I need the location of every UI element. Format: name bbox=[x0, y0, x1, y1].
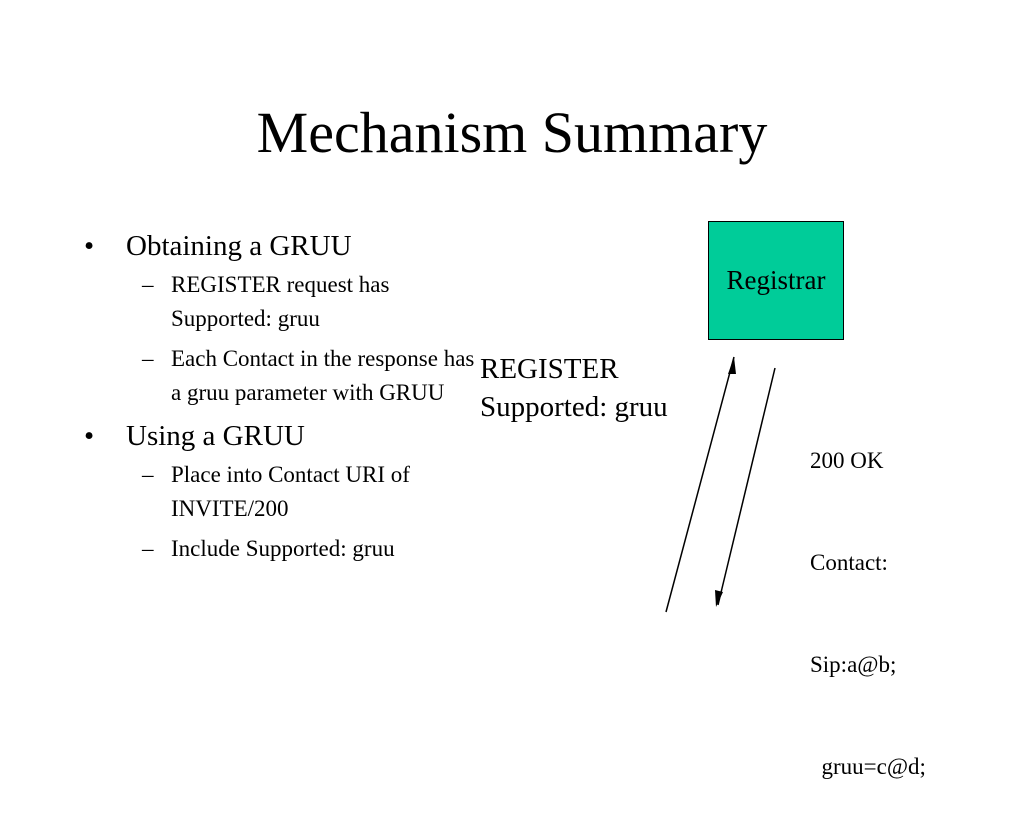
bullet-marker: • bbox=[84, 230, 95, 262]
request-line-method: REGISTER bbox=[480, 353, 619, 385]
sub-list-using: – Place into Contact URI of INVITE/200 –… bbox=[84, 458, 484, 566]
request-line-supported: Supported: gruu bbox=[480, 391, 668, 423]
bullet-text: Obtaining a GRUU bbox=[126, 230, 352, 262]
dash-marker: – bbox=[142, 272, 154, 297]
bullet-list: • Obtaining a GRUU – REGISTER request ha… bbox=[84, 228, 484, 574]
dash-marker: – bbox=[142, 536, 154, 561]
sub-item-text: REGISTER request has Supported: gruu bbox=[171, 272, 390, 331]
response-line-gruu: gruu=c@d; bbox=[810, 754, 926, 779]
slide-title: Mechanism Summary bbox=[256, 100, 768, 165]
registrar-label: Registrar bbox=[726, 265, 826, 295]
sub-list-obtaining: – REGISTER request has Supported: gruu –… bbox=[84, 268, 484, 410]
sub-item-register-request: – REGISTER request has Supported: gruu bbox=[126, 268, 484, 336]
response-arrowhead-icon bbox=[715, 590, 723, 607]
response-arrow-line bbox=[717, 367, 776, 606]
register-request-label: REGISTER Supported: gruu bbox=[480, 350, 668, 426]
ok-response-label: 200 OK Contact: Sip:a@b; gruu=c@d; bbox=[810, 376, 926, 818]
sub-item-text: Place into Contact URI of INVITE/200 bbox=[171, 462, 410, 521]
dash-marker: – bbox=[142, 346, 154, 371]
sub-item-text: Each Contact in the response has a gruu … bbox=[171, 346, 475, 405]
request-arrowhead-icon bbox=[728, 357, 736, 374]
bullet-text: Using a GRUU bbox=[126, 420, 305, 452]
registrar-box: Registrar bbox=[708, 221, 844, 340]
response-line-status: 200 OK bbox=[810, 448, 884, 473]
sub-item-include-supported: – Include Supported: gruu bbox=[126, 532, 484, 566]
bullet-obtaining-gruu: • Obtaining a GRUU bbox=[84, 228, 484, 264]
dash-marker: – bbox=[142, 462, 154, 487]
sub-item-text: Include Supported: gruu bbox=[171, 536, 395, 561]
sub-item-contact-response: – Each Contact in the response has a gru… bbox=[126, 342, 484, 410]
response-line-contact: Contact: bbox=[810, 550, 888, 575]
response-line-sip: Sip:a@b; bbox=[810, 652, 897, 677]
sub-item-place-contact: – Place into Contact URI of INVITE/200 bbox=[126, 458, 484, 526]
bullet-marker: • bbox=[84, 420, 95, 452]
bullet-using-gruu: • Using a GRUU bbox=[84, 418, 484, 454]
request-arrow-line bbox=[665, 356, 735, 613]
